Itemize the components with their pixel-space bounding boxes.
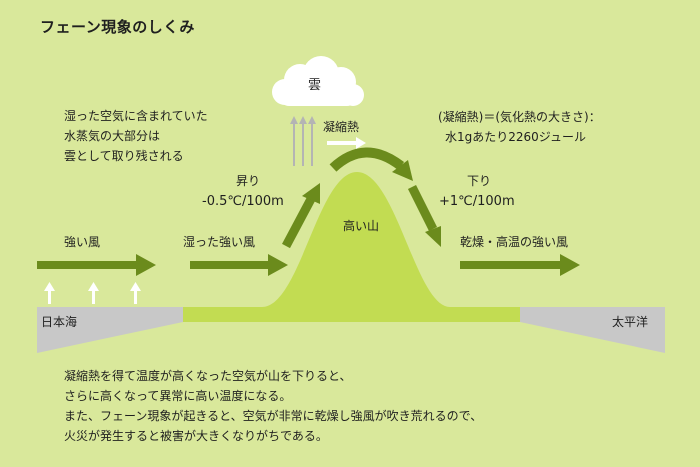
note-line-1: 湿った空気に含まれていた xyxy=(64,109,208,123)
mountain xyxy=(183,172,520,322)
cloud-icon xyxy=(272,56,364,106)
condensation-label: 凝縮熱 xyxy=(323,120,360,134)
condensation-heat-arrow xyxy=(327,137,366,149)
ascend-rate: -0.5℃/100m xyxy=(202,194,284,209)
sea-left-label: 日本海 xyxy=(41,315,78,329)
wind-arrow-left xyxy=(37,254,156,276)
sea-right-label: 太平洋 xyxy=(612,315,649,329)
wind-arrow-right xyxy=(460,254,580,276)
heat-note-line-2: 水1gあたり2260ジュール xyxy=(445,130,586,144)
ascend-arrow-shaft xyxy=(282,196,315,249)
descend-arrow-shaft xyxy=(407,184,438,232)
ascend-label: 昇り xyxy=(236,174,261,188)
footer-line-1: 凝縮熱を得て温度が高くなった空気が山を下りると、 xyxy=(64,369,352,383)
page-title: フェーン現象のしくみ xyxy=(40,18,195,36)
footer-line-4: 火災が発生すると被害が大きくなりがちである。 xyxy=(64,429,328,443)
descend-rate: +1℃/100m xyxy=(439,194,515,209)
descend-label: 下り xyxy=(467,174,492,188)
summit-arc-head xyxy=(392,160,413,181)
wind-left-label: 強い風 xyxy=(64,235,101,249)
summit-arc-arrow xyxy=(329,147,405,172)
cloud-label: 雲 xyxy=(308,78,322,93)
heat-note-line-1: (凝縮熱)＝(気化熱の大きさ)： xyxy=(438,110,601,124)
footer-line-2: さらに高くなって異常に高い温度になる。 xyxy=(64,389,292,403)
ascend-arrow-head xyxy=(302,183,320,204)
footer-line-3: また、フェーン現象が起きると、空気が非常に乾燥し強風が吹き荒れるので、 xyxy=(64,409,483,423)
mountain-label: 高い山 xyxy=(343,219,380,233)
sea-japan-sea xyxy=(37,307,183,353)
wind-arrow-humid xyxy=(190,254,288,276)
wind-right-label: 乾燥・高温の強い風 xyxy=(460,235,569,249)
sea-updraft-arrows xyxy=(44,282,141,304)
wind-humid-label: 湿った強い風 xyxy=(183,235,256,249)
note-line-2: 水蒸気の大部分は xyxy=(64,129,161,143)
note-line-3: 雲として取り残される xyxy=(64,149,184,163)
cloud-updraft-arrows xyxy=(290,116,316,166)
descend-arrow-head xyxy=(425,226,441,247)
sea-pacific xyxy=(520,307,665,353)
